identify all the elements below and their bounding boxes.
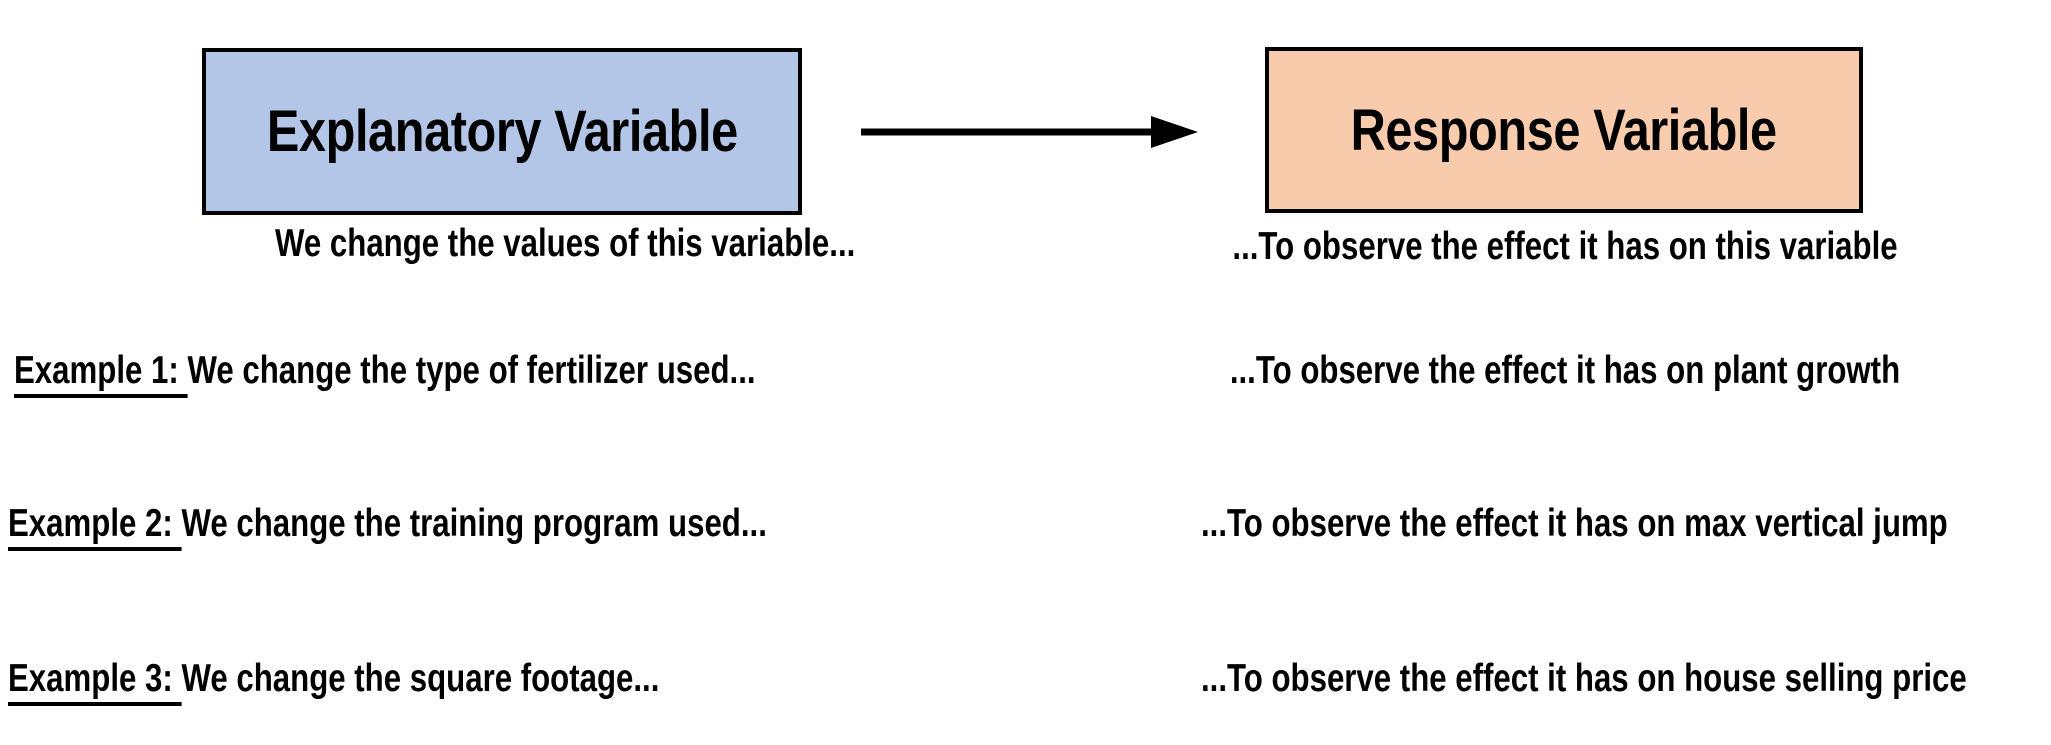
example-2-left-body: We change the training program used... [181, 502, 767, 545]
example-3-left-body: We change the square footage... [181, 657, 660, 700]
response-variable-title: Response Variable [1350, 97, 1778, 163]
example-3-right-text: ...To observe the effect it has on house… [1201, 657, 1967, 700]
example-2-left-text: Example 2:We change the training program… [8, 502, 767, 551]
example-1-label: Example 1: [14, 349, 188, 398]
example-3-left-text: Example 3:We change the square footage..… [8, 657, 660, 706]
example-1-right-text: ...To observe the effect it has on plant… [1229, 349, 1901, 392]
example-1-left-text: Example 1:We change the type of fertiliz… [14, 349, 756, 398]
explanatory-variable-box: Explanatory Variable [202, 48, 802, 215]
example-2-right-text: ...To observe the effect it has on max v… [1201, 502, 1948, 545]
explanatory-to-response-arrow-icon [861, 116, 1198, 148]
explanatory-variable-title: Explanatory Variable [266, 99, 738, 164]
response-caption: ...To observe the effect it has on this … [1232, 225, 1898, 268]
response-variable-box: Response Variable [1265, 47, 1863, 213]
example-2-label: Example 2: [8, 502, 182, 551]
example-3-label: Example 3: [8, 657, 182, 706]
example-1-left-body: We change the type of fertilizer used... [187, 349, 756, 392]
explanatory-caption: We change the values of this variable... [275, 222, 856, 265]
